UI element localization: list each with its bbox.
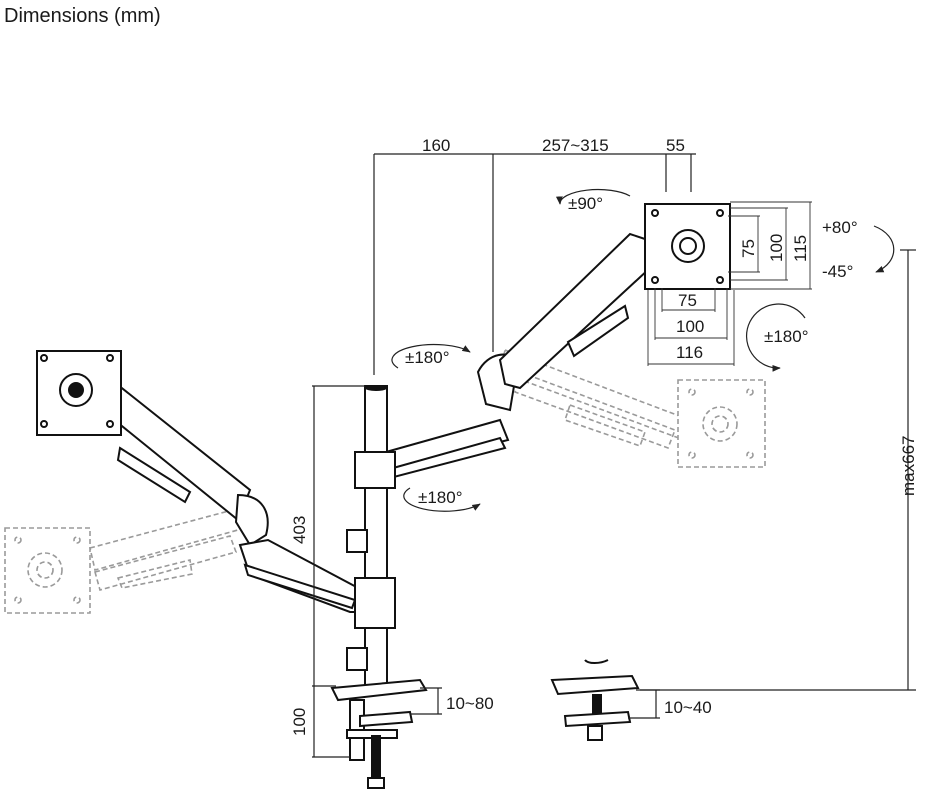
dimension-lines xyxy=(312,153,916,758)
swivel-upper-label: ±180° xyxy=(405,348,450,367)
vesa-total-height-label: 115 xyxy=(791,235,810,262)
ghost-right-monitor xyxy=(677,379,766,468)
ghost-left-arm xyxy=(89,507,246,591)
vesa-inner-width-label: 75 xyxy=(678,291,697,310)
diagram-title: Dimensions (mm) xyxy=(4,5,161,27)
arm-offset-label: 160 xyxy=(422,136,450,155)
left-arm xyxy=(110,383,374,613)
desk-clamp xyxy=(330,678,428,789)
left-monitor-plate xyxy=(36,350,122,436)
rotation-arrows xyxy=(391,188,895,512)
grommet-mount xyxy=(550,659,640,741)
vesa-total-width-label: 116 xyxy=(676,343,703,362)
right-monitor-plate xyxy=(644,203,731,290)
clamp-range-label: 10~80 xyxy=(446,694,494,713)
arm-reach-label: 257~315 xyxy=(542,136,609,155)
right-arm xyxy=(384,232,652,480)
vesa-outer-height-label: 100 xyxy=(767,234,786,262)
base-height-label: 100 xyxy=(290,708,309,736)
tilt-up-label: +80° xyxy=(822,218,858,237)
pole-height-label: 403 xyxy=(290,516,309,544)
rotate-label: ±90° xyxy=(568,194,603,213)
pole xyxy=(346,385,396,687)
vesa-inner-height-label: 75 xyxy=(739,239,758,258)
tilt-down-label: -45° xyxy=(822,262,853,281)
grommet-range-label: 10~40 xyxy=(664,698,712,717)
ghost-left-monitor xyxy=(4,527,91,614)
max-height-label: max667 xyxy=(899,436,918,496)
vesa-depth-label: 55 xyxy=(666,136,685,155)
swivel-lower-label: ±180° xyxy=(418,488,463,507)
swivel-head-label: ±180° xyxy=(764,327,809,346)
vesa-outer-width-label: 100 xyxy=(676,317,704,336)
